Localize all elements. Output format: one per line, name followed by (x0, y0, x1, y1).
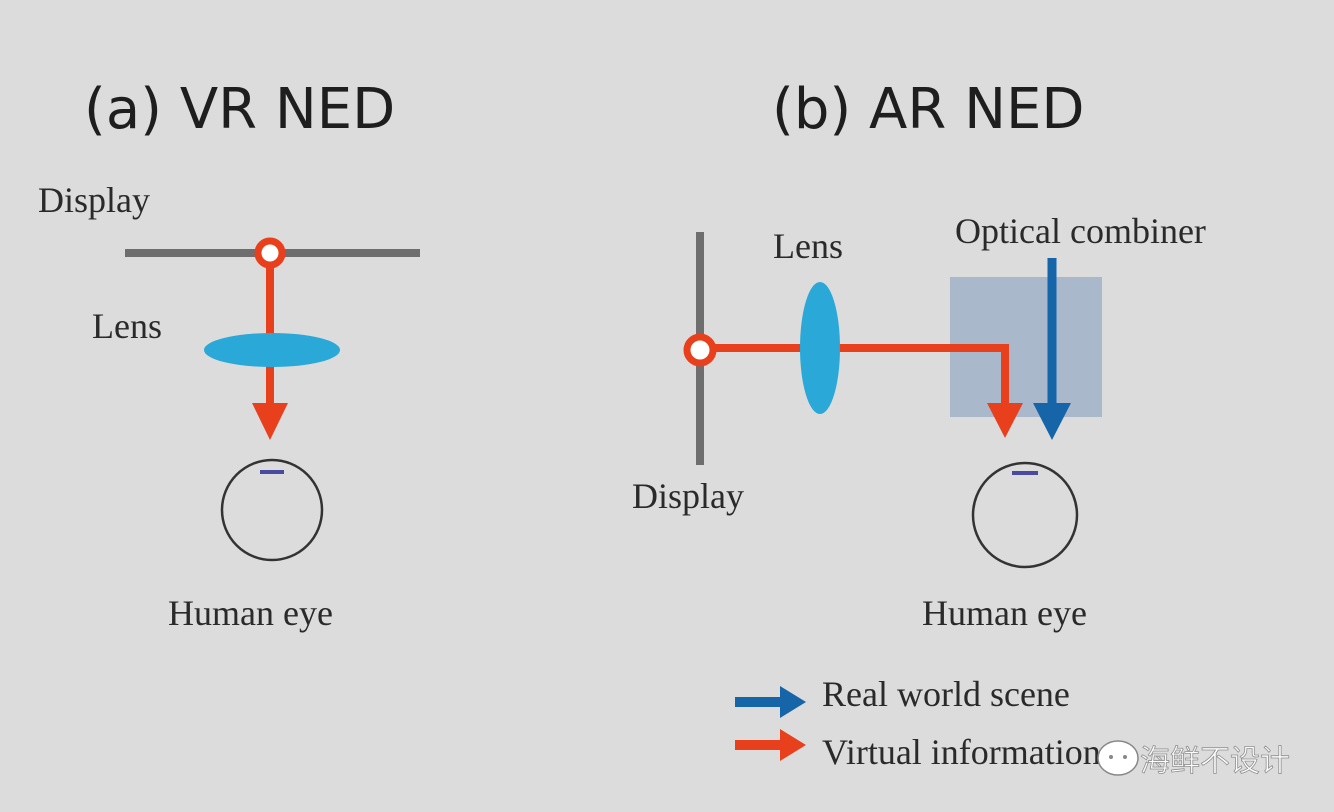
legend: Real world scene Virtual information (735, 674, 1101, 772)
legend-virtual-label: Virtual information (822, 732, 1101, 772)
eye-icon (971, 461, 1079, 569)
lens-shape (204, 333, 340, 367)
display-label: Display (632, 476, 744, 516)
pixel-source-icon (254, 237, 286, 269)
panel-vr-ned: (a) VR NED Display Lens Human eye (38, 77, 420, 633)
virtual-arrowhead (252, 403, 288, 440)
wechat-icon (1097, 740, 1139, 776)
lens-label: Lens (773, 226, 843, 266)
display-label: Display (38, 180, 150, 220)
eye-label: Human eye (168, 593, 333, 633)
panel-b-title: (b) AR NED (772, 77, 1084, 142)
lens-shape (800, 282, 840, 414)
real-world-arrowhead (1033, 403, 1071, 440)
legend-real-label: Real world scene (822, 674, 1070, 714)
watermark: 海鲜不设计 (1097, 740, 1290, 779)
virtual-arrowhead (987, 403, 1023, 438)
combiner-label: Optical combiner (955, 211, 1206, 251)
eye-icon (220, 458, 324, 562)
legend-real-arrowhead-icon (780, 686, 806, 718)
eye-label: Human eye (922, 593, 1087, 633)
pixel-source-icon (683, 333, 717, 367)
watermark-text: 海鲜不设计 (1140, 744, 1290, 779)
panel-ar-ned: (b) AR NED Optical combiner Lens Display… (632, 77, 1206, 633)
legend-virtual-arrowhead-icon (780, 729, 806, 761)
lens-label: Lens (92, 306, 162, 346)
panel-a-title: (a) VR NED (84, 77, 395, 142)
